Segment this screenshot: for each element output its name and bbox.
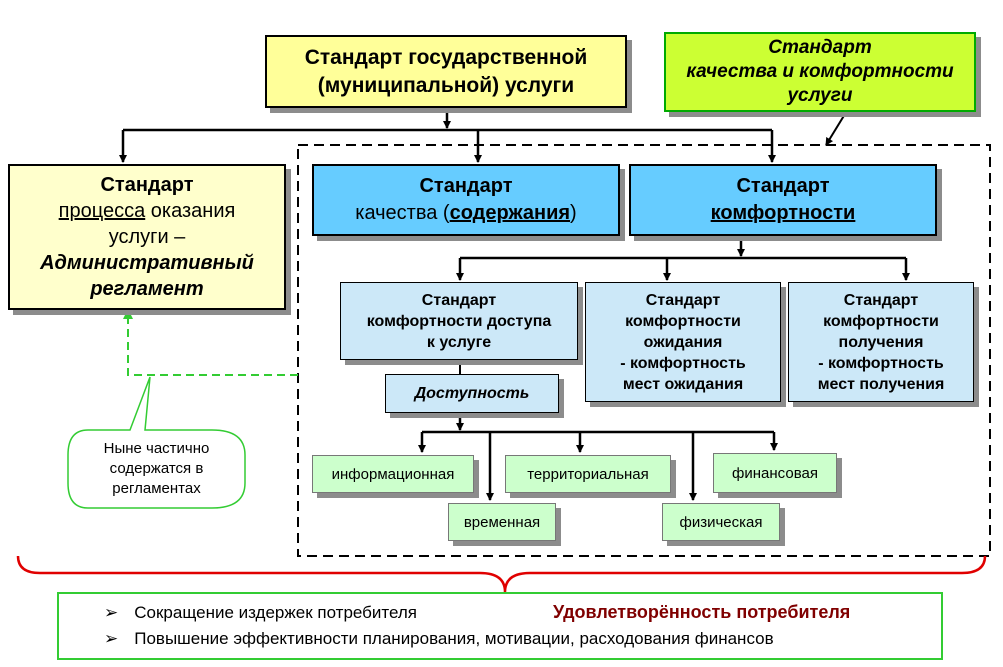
- quality-comfort-line2: качества и комфортности: [686, 61, 954, 82]
- results-item-2-text: Повышение эффективности планирования, мо…: [134, 629, 774, 648]
- callout-line1: Ныне частично: [103, 440, 210, 457]
- results-brace: [16, 555, 987, 593]
- receive-line3: получения: [838, 333, 924, 351]
- process-line1: Стандарт: [100, 174, 194, 196]
- wait-line2: комфортности: [625, 312, 741, 330]
- quality-comfort-line1: Стандарт: [768, 37, 872, 58]
- receive-line5: мест получения: [817, 375, 945, 393]
- connector-quality-comfort-arrow: [825, 113, 846, 146]
- quality-comfort-line3: услуги: [787, 85, 853, 106]
- callout-line2: содержатся в: [109, 460, 204, 477]
- quality-line2: качества (содержания): [355, 200, 576, 227]
- results-item-1-text: Сокращение издержек потребителя: [134, 603, 418, 622]
- access-comfort-box: Стандарт комфортности доступа к услуге: [340, 282, 578, 360]
- state-standard-line2: (муниципальной) услуги: [317, 73, 575, 97]
- bullet-2: ➢: [104, 629, 119, 648]
- results-box: ➢ Сокращение издержек потребителя Удовлет…: [57, 592, 943, 660]
- process-line2-rest: оказания: [145, 200, 236, 222]
- comfort-line2: комфортности: [710, 202, 856, 224]
- process-line5: регламент: [90, 278, 204, 300]
- accessibility-label: Доступность: [414, 384, 530, 402]
- access-type-informational: информационная: [312, 455, 474, 493]
- receive-line4: - комфортность: [818, 354, 944, 372]
- quality-standard-box: Стандарт качества (содержания): [312, 164, 620, 236]
- territorial-label: территориальная: [527, 465, 649, 483]
- wait-line5: мест ожидания: [622, 375, 744, 393]
- physical-label: физическая: [679, 513, 763, 531]
- access-line3: к услуге: [426, 333, 492, 351]
- process-line2: процесса оказания: [59, 198, 236, 224]
- accessibility-box: Доступность: [385, 374, 559, 413]
- results-item-1: ➢ Сокращение издержек потребителя: [104, 603, 417, 623]
- financial-label: финансовая: [732, 464, 818, 482]
- quality-comfort-standard-box: Стандарт качества и комфортности услуги: [664, 32, 976, 112]
- process-line4: Административный: [40, 252, 254, 274]
- temporal-label: временная: [463, 513, 541, 531]
- quality-line2-underlined: содержания: [449, 202, 571, 224]
- access-type-physical: физическая: [662, 503, 780, 541]
- quality-line2-suffix: ): [570, 202, 577, 224]
- bullet-1: ➢: [104, 603, 119, 622]
- quality-line2-prefix: качества (: [355, 202, 450, 224]
- state-standard-box: Стандарт государственной (муниципальной)…: [265, 35, 627, 108]
- connector-regulation-link: [123, 309, 298, 376]
- process-line2-underlined: процесса: [58, 200, 146, 222]
- access-type-territorial: территориальная: [505, 455, 671, 493]
- process-standard-box: Стандарт процесса оказания услуги – Адми…: [8, 164, 286, 310]
- informational-label: информационная: [331, 465, 455, 483]
- results-item-2: ➢ Повышение эффективности планирования, м…: [104, 629, 774, 649]
- comfort-group-frame: [297, 144, 991, 557]
- quality-line1: Стандарт: [419, 175, 513, 197]
- callout-line3: регламентах: [112, 480, 201, 497]
- process-line3: услуги –: [108, 226, 186, 248]
- wait-comfort-box: Стандарт комфортности ожидания - комфорт…: [585, 282, 781, 402]
- access-type-temporal: временная: [448, 503, 556, 541]
- access-type-financial: финансовая: [713, 453, 837, 493]
- wait-line4: - комфортность: [620, 354, 746, 372]
- receive-line1: Стандарт: [843, 291, 919, 309]
- receive-comfort-box: Стандарт комфортности получения - комфор…: [788, 282, 974, 402]
- wait-line3: ожидания: [643, 333, 723, 351]
- comfort-standard-box: Стандарт комфортности: [629, 164, 937, 236]
- receive-line2: комфортности: [823, 312, 939, 330]
- callout-text: Ныне частично содержатся в регламентах: [70, 433, 243, 505]
- callout-bubble-shape: [67, 376, 246, 509]
- wait-line1: Стандарт: [645, 291, 721, 309]
- state-standard-line1: Стандарт государственной: [304, 45, 588, 69]
- access-line1: Стандарт: [421, 291, 497, 309]
- comfort-line1: Стандарт: [736, 175, 830, 197]
- access-line2: комфортности доступа: [366, 312, 552, 330]
- results-item-1-result: Удовлетворённость потребителя: [553, 602, 851, 622]
